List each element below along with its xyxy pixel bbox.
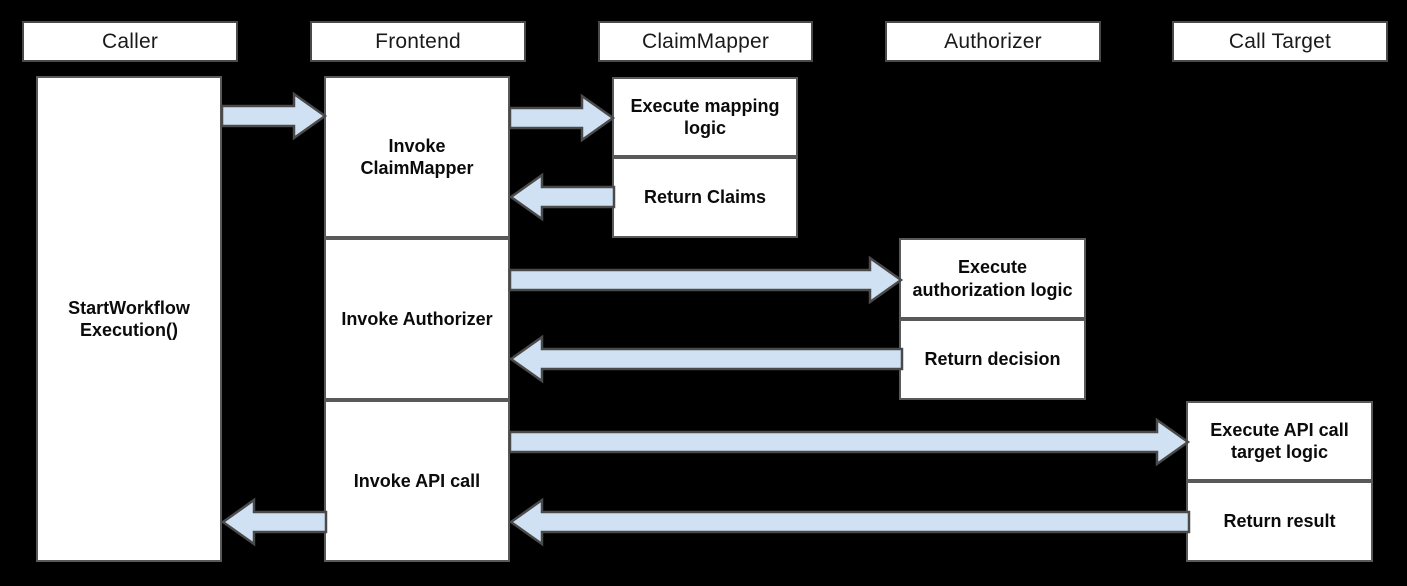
- node-execute-api-call-target-logic: Execute API call target logic: [1186, 401, 1373, 481]
- node-label: Invoke API call: [353, 470, 481, 491]
- node-label: Invoke Authorizer: [341, 308, 493, 329]
- lane-header-claimmapper: ClaimMapper: [598, 21, 813, 62]
- arrow-frontend-to-claimmapper: [508, 93, 616, 143]
- node-label: Invoke ClaimMapper: [360, 135, 474, 179]
- arrow-frontend-to-caller: [220, 497, 328, 547]
- node-label: Return decision: [924, 349, 1061, 370]
- node-label: Return result: [1223, 511, 1336, 532]
- node-label: Return Claims: [643, 187, 767, 208]
- arrow-frontend-to-call-target: [508, 417, 1191, 467]
- lane-header-frontend: Frontend: [310, 21, 526, 62]
- lane-header-call-target: Call Target: [1172, 21, 1388, 62]
- lane-header-authorizer: Authorizer: [885, 21, 1101, 62]
- node-label: Execute API call target logic: [1210, 419, 1349, 463]
- node-label: Execute authorization logic: [912, 257, 1073, 300]
- arrow-frontend-to-authorizer: [508, 255, 904, 305]
- arrow-caller-to-frontend: [220, 91, 328, 141]
- node-start-workflow-execution: StartWorkflow Execution(): [36, 76, 222, 562]
- node-label: StartWorkflow Execution(): [68, 297, 190, 341]
- lane-header-label: Call Target: [1228, 29, 1332, 53]
- lane-header-label: Authorizer: [944, 29, 1042, 53]
- node-return-result: Return result: [1186, 481, 1373, 562]
- lane-header-caller: Caller: [22, 21, 238, 62]
- arrow-call-target-to-frontend: [508, 497, 1191, 547]
- node-invoke-api-call: Invoke API call: [324, 400, 510, 562]
- node-label: Execute mapping logic: [630, 95, 780, 139]
- arrow-claimmapper-to-frontend: [508, 172, 616, 222]
- node-execute-mapping-logic: Execute mapping logic: [612, 77, 798, 157]
- node-return-claims: Return Claims: [612, 157, 798, 238]
- lane-header-label: Frontend: [375, 29, 461, 53]
- node-invoke-authorizer: Invoke Authorizer: [324, 238, 510, 400]
- node-execute-authorization-logic: Execute authorization logic: [899, 238, 1086, 319]
- lane-header-label: Caller: [101, 29, 159, 53]
- node-invoke-claimmapper: Invoke ClaimMapper: [324, 76, 510, 238]
- node-return-decision: Return decision: [899, 319, 1086, 400]
- arrow-authorizer-to-frontend: [508, 334, 904, 384]
- lane-header-label: ClaimMapper: [641, 29, 770, 53]
